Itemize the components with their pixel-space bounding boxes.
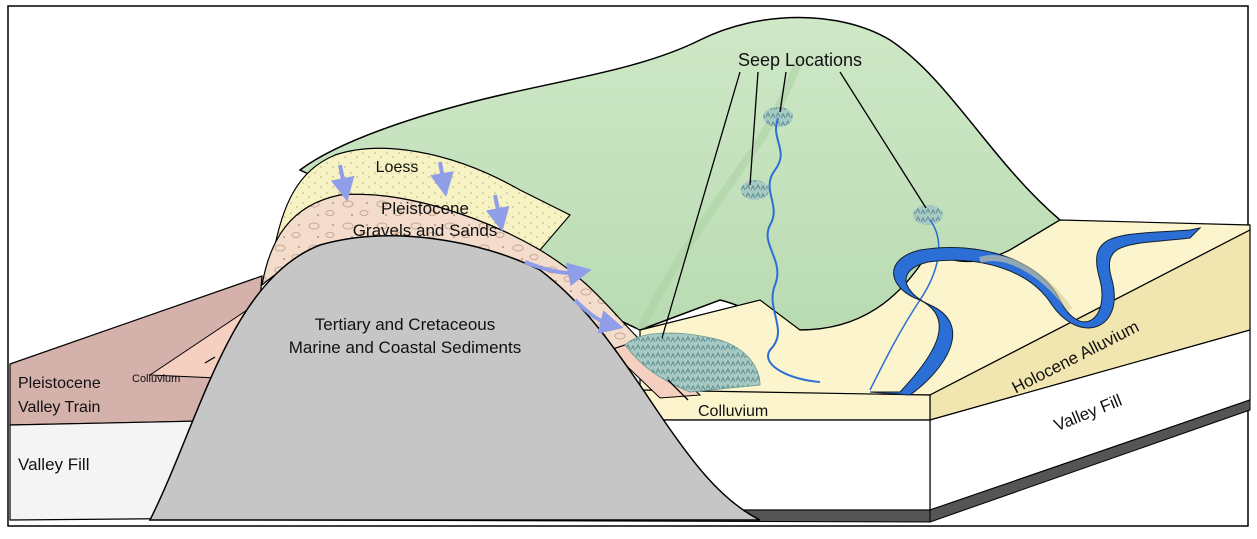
label-colluvium-small: Colluvium — [132, 373, 180, 385]
label-tertiary-line2: Marine and Coastal Sediments — [289, 338, 521, 357]
label-colluvium-right: Colluvium — [698, 403, 768, 420]
seep-patch-middle — [741, 180, 769, 200]
label-valley-train-line1: Pleistocene — [18, 375, 101, 392]
label-gravels-line1: Pleistocene — [381, 199, 469, 218]
label-loess: Loess — [376, 159, 419, 176]
label-valley-train-line2: Valley Train — [18, 399, 100, 416]
label-gravels-line2: Gravels and Sands — [353, 221, 498, 240]
seep-patch-right — [913, 205, 943, 225]
label-tertiary-line1: Tertiary and Cretaceous — [315, 315, 495, 334]
label-seep-locations: Seep Locations — [738, 50, 862, 70]
seep-patch-top — [763, 107, 793, 127]
label-valley-fill-left: Valley Fill — [18, 455, 89, 474]
